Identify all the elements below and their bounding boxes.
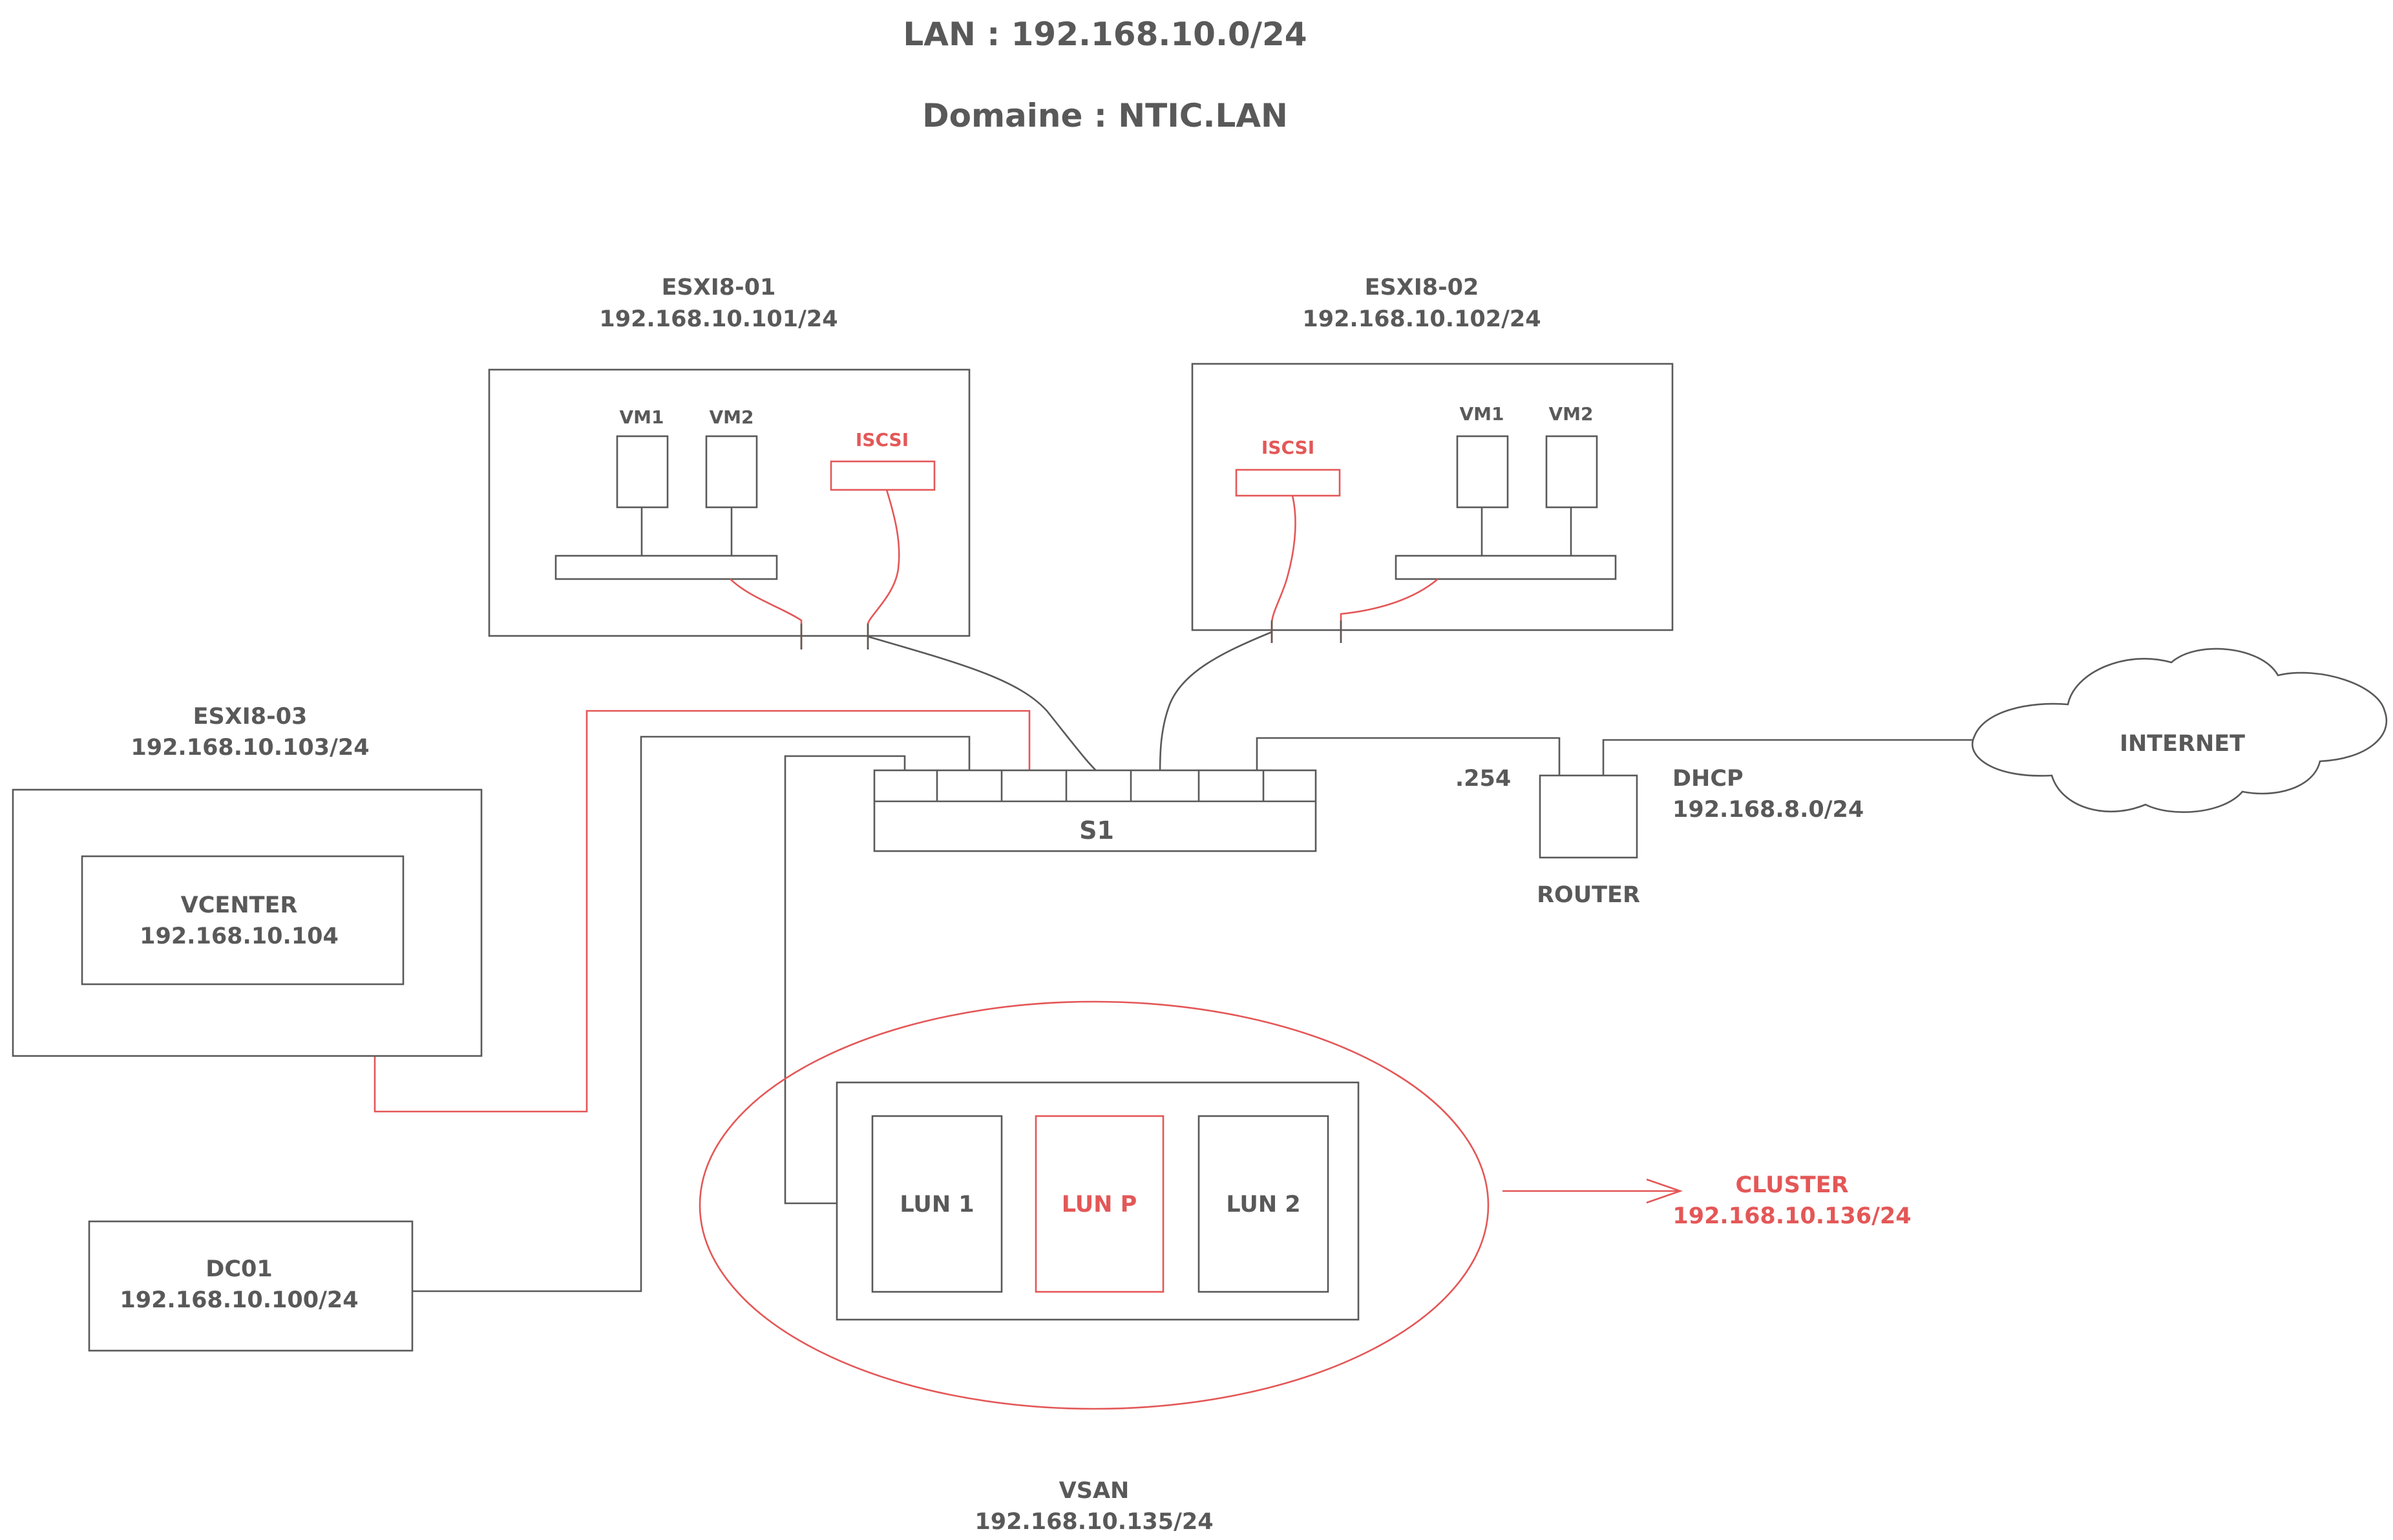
esxi01-vm1[interactable] [616, 435, 669, 509]
arrow-right-icon [1502, 1178, 1683, 1204]
switch-s1[interactable]: S1 [873, 769, 1317, 852]
esxi03-name: ESXI8-03 [193, 704, 308, 730]
link-switch-router [1256, 737, 1561, 775]
internet-cloud[interactable]: INTERNET [1971, 648, 2388, 813]
link-vcenter-switch [374, 710, 1031, 1113]
esxi02-ip: 192.168.10.102/24 [1302, 306, 1541, 332]
dc01-name: DC01 [206, 1256, 272, 1282]
domain-title: Domaine : NTIC.LAN [922, 97, 1288, 134]
esxi01-name: ESXI8-01 [662, 275, 776, 301]
cloud-icon [1971, 648, 2388, 813]
vsan-ip: 192.168.10.135/24 [975, 1509, 1213, 1535]
dhcp-label: DHCP [1672, 766, 1744, 792]
esxi01-iscsi-adapter[interactable] [830, 460, 936, 491]
esxi02-vm1-label: VM1 [1459, 403, 1504, 425]
link-vsan-switch [784, 755, 906, 1205]
vcenter-name: VCENTER [181, 892, 298, 918]
esxi02-name: ESXI8-02 [1365, 275, 1479, 301]
router-gateway: .254 [1455, 766, 1511, 792]
vsan-storage[interactable]: LUN 1 LUN P LUN 2 [836, 1081, 1360, 1321]
link-router-internet [1602, 739, 1972, 775]
cluster-name: CLUSTER [1735, 1172, 1848, 1198]
dc01-ip: 192.168.10.100/24 [120, 1287, 358, 1313]
esxi02-vswitch [1395, 554, 1617, 580]
internet-label: INTERNET [2120, 731, 2245, 757]
esxi02-host[interactable]: ISCSI VM1 VM2 [1191, 363, 1674, 643]
esxi02-iscsi-adapter[interactable] [1235, 469, 1341, 497]
link-esxi01-switch [867, 635, 1102, 777]
esxi01-host[interactable]: VM1 VM2 ISCSI [488, 368, 971, 649]
esxi01-iscsi-label: ISCSI [856, 429, 909, 450]
dhcp-network: 192.168.8.0/24 [1672, 797, 1864, 823]
lan-title: LAN : 192.168.10.0/24 [903, 16, 1307, 53]
esxi03-ip: 192.168.10.103/24 [131, 735, 369, 761]
cluster-ip: 192.168.10.136/24 [1672, 1203, 1911, 1229]
link-esxi02-switch [1159, 631, 1272, 776]
vcenter-ip: 192.168.10.104 [140, 923, 339, 949]
esxi03-host[interactable]: VCENTER 192.168.10.104 [12, 788, 483, 1057]
dc01[interactable]: DC01 192.168.10.100/24 [88, 1220, 414, 1352]
esxi02-vm2-label: VM2 [1548, 403, 1593, 425]
lun-2-label: LUN 2 [1226, 1192, 1300, 1218]
esxi01-vswitch [554, 554, 778, 580]
esxi01-ip: 192.168.10.101/24 [599, 306, 838, 332]
esxi01-vm2-label: VM2 [709, 406, 754, 428]
lun-1[interactable] [871, 1115, 1003, 1293]
esxi01-vm2[interactable] [705, 435, 758, 509]
lun-2[interactable] [1197, 1115, 1329, 1293]
lun-1-label: LUN 1 [900, 1192, 974, 1218]
esxi02-vm1[interactable] [1456, 435, 1509, 509]
esxi02-vm2[interactable] [1545, 435, 1598, 509]
esxi02-iscsi-label: ISCSI [1261, 437, 1314, 458]
router-label: ROUTER [1537, 882, 1640, 908]
router[interactable] [1539, 774, 1638, 859]
link-dc01-switch [412, 735, 971, 1292]
esxi01-vm1-label: VM1 [619, 406, 664, 428]
vsan-cluster-ellipse [699, 1000, 1490, 1410]
vcenter[interactable]: VCENTER 192.168.10.104 [81, 855, 405, 986]
vsan-name: VSAN [1059, 1478, 1130, 1504]
lun-p-label: LUN P [1062, 1192, 1137, 1218]
switch-label: S1 [1079, 816, 1114, 845]
lun-p[interactable] [1035, 1115, 1165, 1293]
